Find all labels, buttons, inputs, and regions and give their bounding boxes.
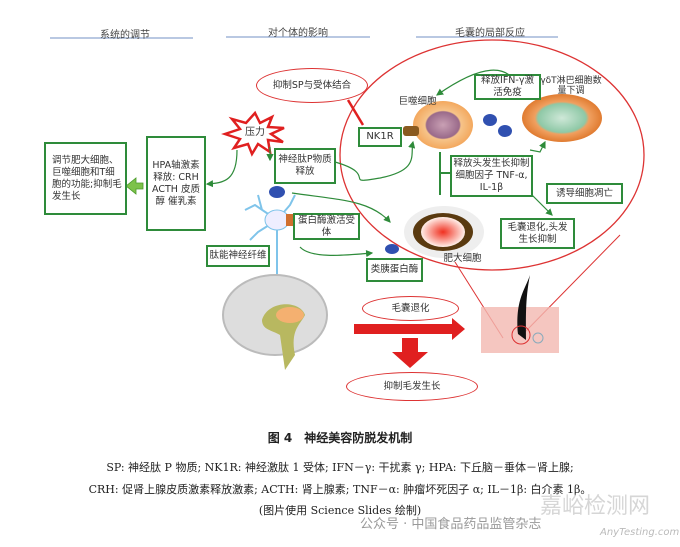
- figure-title: 图 4 神经美容防脱发机制: [267, 431, 413, 445]
- header-system: 系统的调节: [100, 30, 150, 41]
- stress-label: 压力: [245, 127, 265, 138]
- regulate-box: 调节肥大细胞、巨噬细胞和T细胞的功能;抑制毛发生长: [44, 142, 127, 215]
- diagram-graphics: [50, 36, 645, 370]
- watermark-source: 公众号 · 中国食品药品监管杂志: [360, 517, 542, 532]
- caption-line-3: (图片使用 Science Slides 绘制): [258, 504, 422, 517]
- left-arrow-icon: [125, 177, 144, 195]
- mast-cell-label: 肥大细胞: [443, 253, 482, 264]
- nerve-fiber-box: 肽能神经纤维: [206, 245, 270, 267]
- stress-burst: [221, 110, 285, 157]
- gdt-cell: [522, 94, 602, 142]
- header-individual: 对个体的影响: [268, 28, 328, 39]
- tryptase-box: 类胰蛋白酶: [366, 258, 423, 282]
- caption-line-2: CRH: 促肾上腺皮质激素释放激素; ACTH: 肾上腺素; TNF－α: 肿瘤…: [88, 483, 592, 496]
- header-underlines: [50, 36, 558, 39]
- apoptosis-box: 诱导细胞凋亡: [546, 183, 623, 204]
- right-arrow: [354, 318, 465, 340]
- inhibit-sp-oval: 抑制SP与受体结合: [256, 68, 368, 103]
- regression-oval: 毛囊退化: [362, 296, 459, 321]
- sp-release-box: 神经肽P物质释放: [274, 148, 336, 184]
- gdt-label: γδT淋巴细胞数量下调: [540, 76, 602, 96]
- par-box: 蛋白酶激活受体: [293, 213, 360, 240]
- watermark-site: 嘉峪检测网: [540, 494, 651, 519]
- regression-box: 毛囊退化,头发生长抑制: [500, 218, 575, 249]
- macrophage-cell: [413, 101, 473, 149]
- watermark-site-en: AnyTesting.com: [600, 527, 680, 538]
- hair-follicle-zoom-ellipse: [339, 39, 645, 271]
- caption-line-1: SP: 神经肽 P 物质; NK1R: 神经激肽 1 受体; IFN－γ: 干扰…: [106, 461, 574, 474]
- inhibit-growth-oval: 抑制毛发生长: [346, 372, 478, 401]
- nk1r-box: NK1R: [358, 127, 402, 147]
- hpa-box: HPA轴激素释放: CRH ACTH 皮质醇 催乳素: [146, 136, 206, 231]
- inhibition-line: [346, 99, 365, 126]
- cytokines-box: 释放头发生长抑制细胞因子 TNF-α, IL-1β: [450, 155, 533, 197]
- header-local: 毛囊的局部反应: [455, 28, 525, 39]
- macrophage-label: 巨噬细胞: [398, 96, 437, 107]
- ifn-box: 释放IFN-γ激活免疫: [474, 74, 541, 100]
- down-arrow: [392, 338, 428, 368]
